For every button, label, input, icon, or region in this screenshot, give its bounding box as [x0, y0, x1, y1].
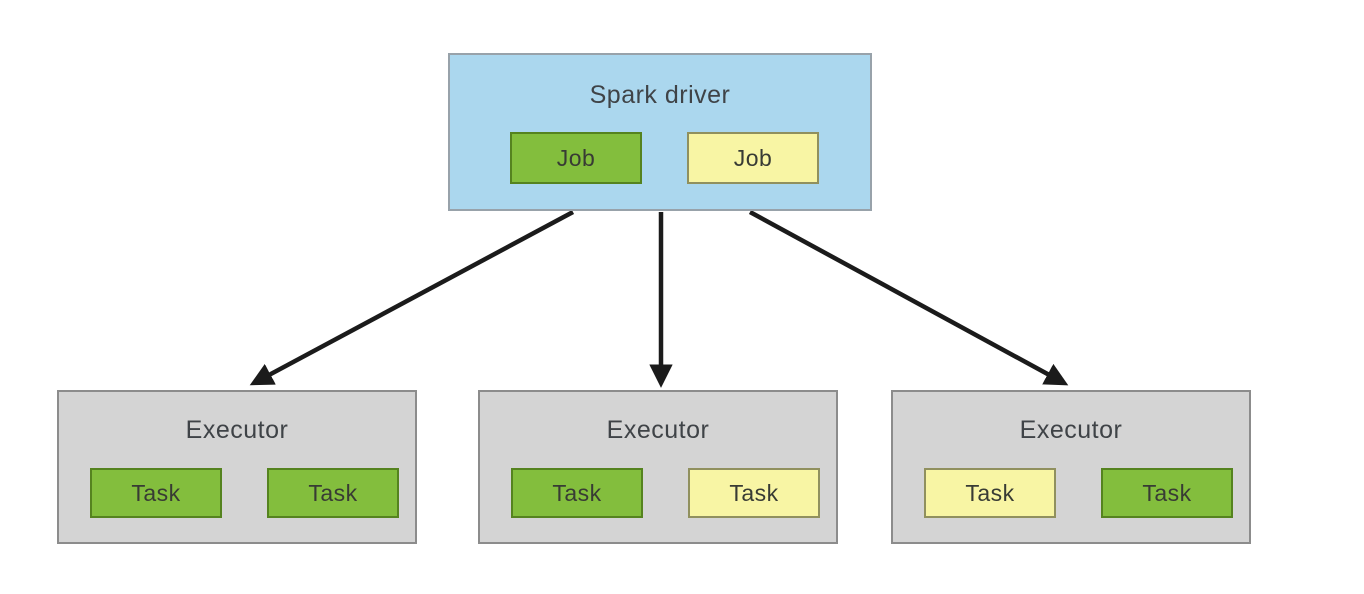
task-chip: Task [688, 468, 820, 518]
arrow-driver-to-executor-left [249, 210, 575, 386]
task-chip: Task [1101, 468, 1233, 518]
job-chip: Job [687, 132, 819, 184]
executor-title: Executor [606, 416, 710, 444]
executor-box-2: Executor Task Task [478, 390, 838, 544]
task-chip: Task [90, 468, 222, 518]
executor-title: Executor [1019, 416, 1123, 444]
job-chip: Job [510, 132, 642, 184]
spark-driver-box: Spark driver Job Job [448, 53, 872, 211]
spark-driver-title: Spark driver [589, 81, 731, 109]
executor-box-1: Executor Task Task [57, 390, 417, 544]
executor-box-3: Executor Task Task [891, 390, 1251, 544]
arrow-driver-to-executor-right [748, 210, 1069, 386]
task-chip: Task [924, 468, 1056, 518]
task-chip: Task [511, 468, 643, 518]
task-chip: Task [267, 468, 399, 518]
executor-title: Executor [185, 416, 289, 444]
